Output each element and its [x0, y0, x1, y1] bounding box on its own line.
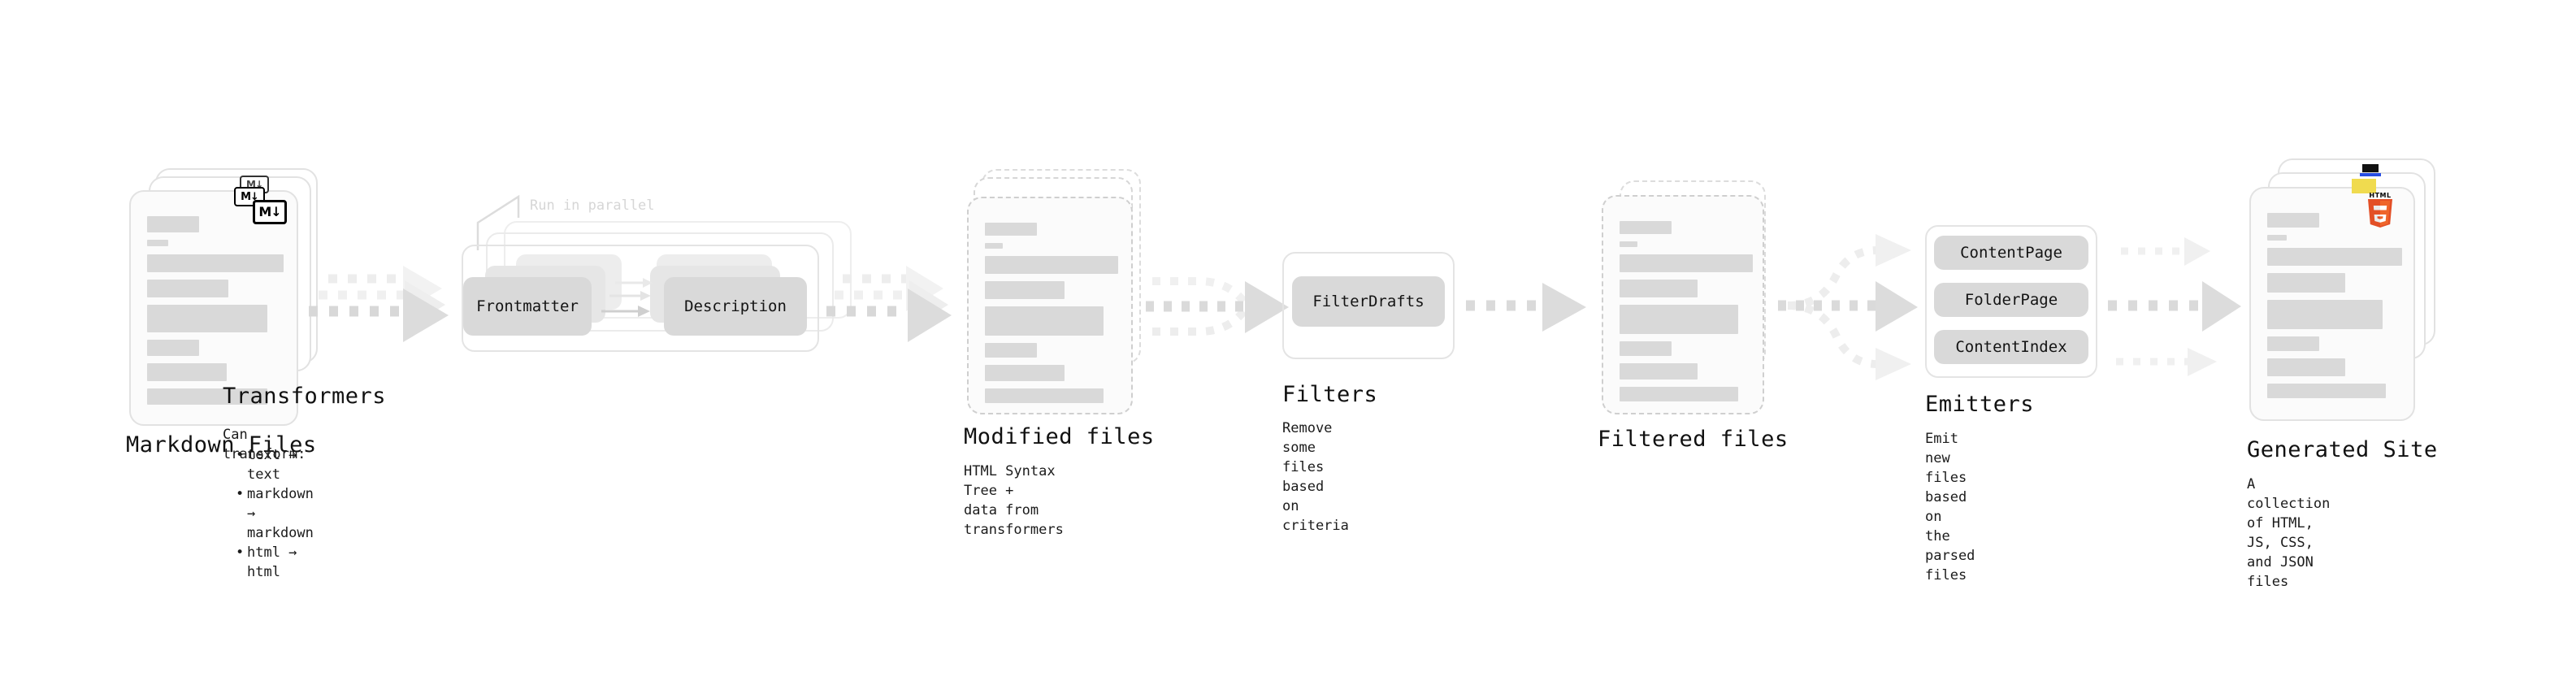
- transformers-title: Transformers: [223, 384, 387, 409]
- arrow-markdown-to-transformers: [309, 266, 449, 342]
- generated-site-subtitle: A collection of HTML, JS, CSS, and JSON …: [2247, 476, 2331, 590]
- transformer-group-front: [462, 245, 819, 352]
- markdown-file-card-front: [129, 190, 298, 426]
- markdown-icon-mid-label: M↓: [241, 190, 259, 203]
- site-file-card-front: [2249, 187, 2415, 421]
- filtered-file-content-lines: [1620, 221, 1753, 409]
- run-in-parallel-note: Run in parallel: [530, 197, 655, 214]
- emitters-title: Emitters: [1925, 392, 2035, 417]
- filters-group-box: [1282, 252, 1455, 359]
- markdown-icon-label: M↓: [258, 204, 281, 219]
- filtered-file-card-front: [1602, 195, 1764, 414]
- filter-chip-filterdrafts[interactable]: FilterDrafts: [1292, 276, 1445, 327]
- transformers-bullet-2: html → html: [236, 543, 314, 582]
- emitter-chip-folderpage[interactable]: FolderPage: [1934, 283, 2088, 317]
- emitters-subtitle: Emit new files based on the parsed files: [1925, 431, 1975, 583]
- html5-icon-word: HTML: [2369, 192, 2392, 199]
- js-icon: [2352, 179, 2376, 193]
- generated-site-title: Generated Site: [2247, 437, 2438, 462]
- transformer-chip-description[interactable]: Description: [664, 277, 807, 336]
- arrow-emitters-to-site: [2108, 237, 2241, 376]
- emitter-chip-contentpage[interactable]: ContentPage: [1934, 236, 2088, 270]
- arrow-modified-to-filters: [1146, 277, 1289, 336]
- run-in-parallel-bracket: [476, 194, 520, 250]
- transformer-chip-frontmatter-label: Frontmatter: [476, 297, 579, 315]
- transformer-chip-description-label: Description: [684, 297, 787, 315]
- transformers-bullets: text → text markdown → markdown html → h…: [234, 445, 314, 582]
- filter-chip-filterdrafts-label: FilterDrafts: [1312, 293, 1425, 310]
- emitter-chip-contentindex[interactable]: ContentIndex: [1934, 330, 2088, 364]
- arrow-filters-to-filtered: [1466, 283, 1586, 332]
- modified-file-card-front: [967, 197, 1133, 414]
- filtered-files-title: Filtered files: [1598, 427, 1789, 452]
- markdown-icon-mid: M↓: [234, 187, 265, 206]
- filters-title: Filters: [1282, 382, 1378, 407]
- transformer-chip-frontmatter[interactable]: Frontmatter: [463, 277, 592, 336]
- filters-subtitle: Remove some files based on criteria: [1282, 420, 1349, 534]
- transformer-inner-arrows: [601, 278, 653, 317]
- emitters-group-box: [1925, 225, 2097, 378]
- html5-icon: HTML: [2366, 192, 2394, 228]
- site-file-content-lines: [2267, 213, 2402, 406]
- emitter-chip-contentpage-label: ContentPage: [1960, 244, 2062, 262]
- css-icon: [2360, 164, 2381, 177]
- transformers-bullet-1: markdown → markdown: [236, 484, 314, 543]
- markdown-icon: M↓: [253, 200, 287, 224]
- markdown-file-content-lines: [147, 216, 284, 412]
- arrow-filtered-to-emitters: [1778, 234, 1918, 380]
- arrow-transformers-to-modified: [826, 266, 952, 342]
- modified-files-title: Modified files: [964, 424, 1155, 449]
- emitter-chip-contentindex-label: ContentIndex: [1955, 338, 2067, 356]
- transformers-bullet-0: text → text: [236, 445, 314, 484]
- modified-files-subtitle: HTML Syntax Tree + data from transformer…: [964, 463, 1064, 538]
- modified-file-content-lines: [985, 223, 1118, 410]
- emitter-chip-folderpage-label: FolderPage: [1964, 291, 2058, 309]
